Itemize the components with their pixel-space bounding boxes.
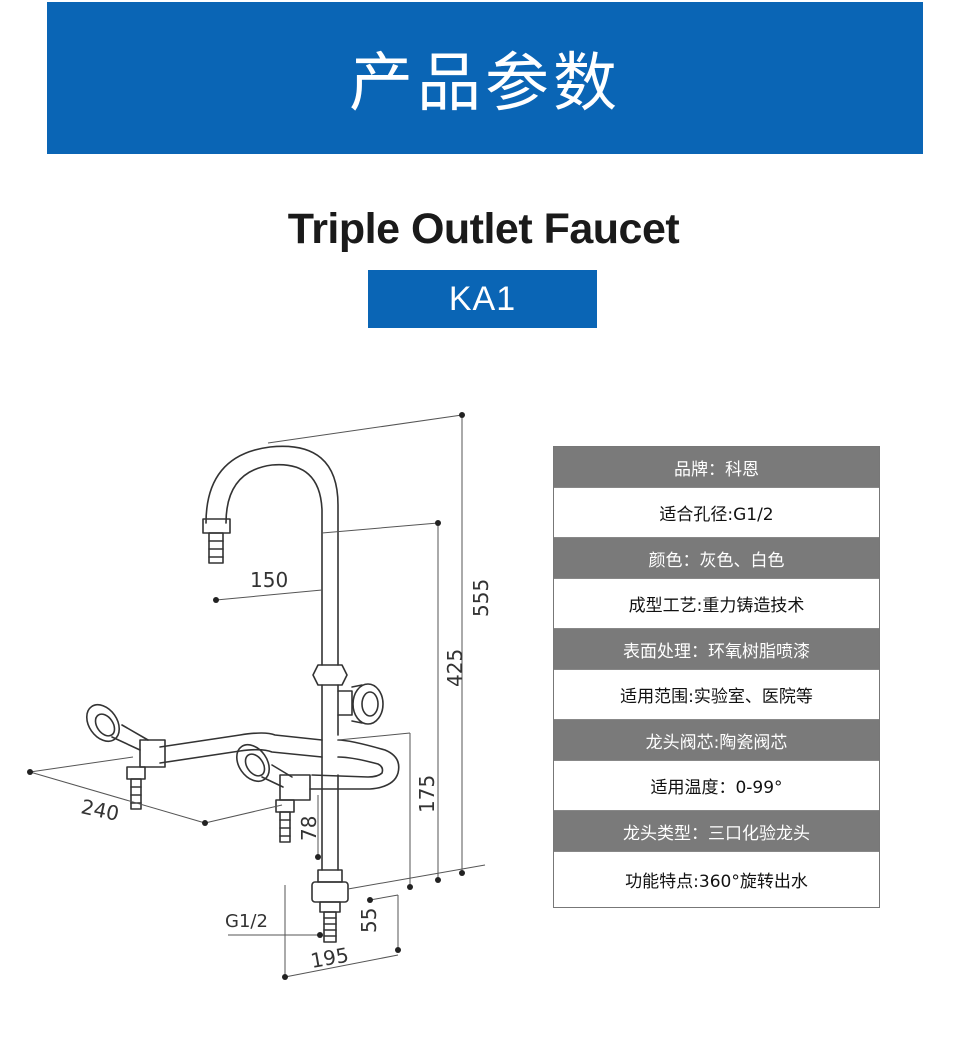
dimension-lines: [29, 414, 486, 978]
middle-valve-body: [279, 774, 311, 801]
spec-row-color: 颜色：灰色、白色: [554, 538, 879, 578]
header-title: 产品参数: [349, 47, 621, 121]
upper-collar: [312, 664, 348, 686]
threaded-stem: [323, 911, 337, 943]
spec-row-surface: 表面处理：环氧树脂喷漆: [554, 629, 879, 669]
spec-row-type: 龙头类型：三口化验龙头: [554, 811, 879, 851]
left-valve-body: [139, 739, 166, 768]
dim-thread: G1/2: [225, 911, 268, 932]
spec-row-brand: 品牌：科恩: [554, 447, 879, 487]
model-label: KA1: [448, 279, 517, 318]
dim-555: 555: [469, 579, 493, 617]
dim-240: 240: [79, 794, 121, 825]
spout-outer: [205, 445, 339, 666]
dim-55: 55: [357, 908, 381, 933]
spec-row-application: 适用范围:实验室、医院等: [554, 669, 879, 720]
dim-78: 78: [297, 816, 321, 841]
left-handle: [85, 703, 121, 743]
arm-left-top: [159, 732, 323, 748]
base-nut: [319, 901, 341, 913]
faucet-diagram: 150 555 425 175 240 78 55 195 G1/2: [27, 412, 493, 980]
dim-150: 150: [250, 568, 288, 592]
spec-table: 品牌：科恩 适合孔径:G1/2 颜色：灰色、白色 成型工艺:重力铸造技术 表面处…: [553, 446, 880, 908]
header-band: 产品参数: [47, 2, 923, 154]
base-ring: [317, 869, 343, 883]
right-handle: [352, 683, 384, 725]
arm-right: [309, 739, 400, 790]
spec-row-valve-core: 龙头阀芯:陶瓷阀芯: [554, 720, 879, 760]
spout-inner: [225, 463, 323, 666]
model-badge: KA1: [368, 270, 597, 328]
spec-row-hole-size: 适合孔径:G1/2: [554, 487, 879, 538]
spec-row-process: 成型工艺:重力铸造技术: [554, 578, 879, 629]
base-flange: [311, 881, 349, 903]
arm-left-bottom: [159, 748, 323, 764]
dim-425: 425: [443, 649, 467, 687]
spec-row-feature: 功能特点:360°旋转出水: [554, 851, 879, 907]
spec-row-temperature: 适用温度：0-99°: [554, 760, 879, 811]
product-name: Triple Outlet Faucet: [287, 205, 680, 253]
left-outlet-nut: [126, 766, 146, 780]
left-outlet-nozzle: [130, 778, 142, 810]
middle-handle: [235, 743, 271, 783]
dim-175: 175: [415, 775, 439, 813]
middle-outlet-nozzle: [279, 811, 291, 843]
dimension-dots: [27, 412, 465, 980]
spout-nozzle: [208, 532, 224, 564]
dim-195: 195: [309, 943, 351, 973]
